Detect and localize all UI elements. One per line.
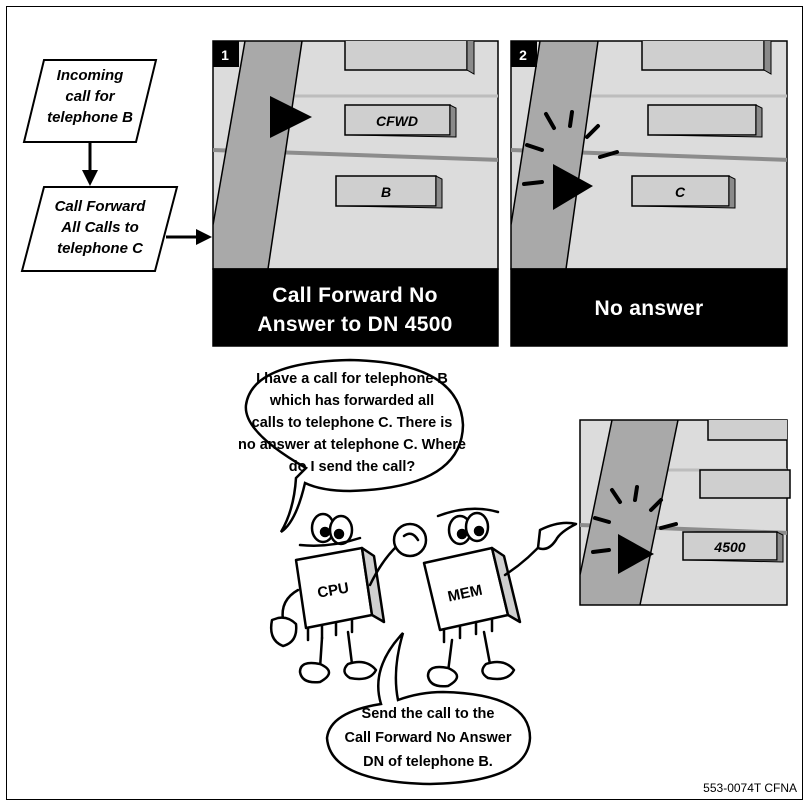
key-b: B bbox=[335, 175, 443, 209]
flow-box2-line1: Call Forward bbox=[55, 198, 147, 215]
panel-2-number-badge bbox=[511, 41, 537, 67]
blinking-indicator-icon bbox=[591, 485, 678, 574]
mem-character-label: MEM bbox=[446, 582, 484, 606]
flow-arrow-down bbox=[82, 142, 98, 186]
key-blank bbox=[699, 469, 791, 499]
flow-call-forward-box: Call Forward All Calls to telephone C bbox=[20, 186, 179, 272]
panel-1: CFWD B 1 Call Forward No Answer to DN 45… bbox=[212, 40, 499, 347]
flow-box2-line2: All Calls to bbox=[60, 219, 139, 236]
blinking-indicator-icon bbox=[522, 110, 619, 210]
key-4500: 4500 bbox=[682, 531, 784, 563]
panel-3: 4500 bbox=[579, 419, 791, 606]
flow-box1-line1: Incoming bbox=[57, 67, 124, 84]
mem-character: MEM bbox=[392, 507, 578, 688]
key-b-label: B bbox=[381, 184, 391, 200]
figure-code: 553-0074T CFNA bbox=[703, 781, 797, 795]
key-4500-label: 4500 bbox=[713, 539, 745, 555]
indicator-arrow-icon bbox=[270, 96, 312, 138]
bubble-mem-line1: Send the call to the bbox=[362, 706, 495, 722]
panel-2-caption-bar bbox=[510, 268, 788, 347]
speech-bubble-mem: Send the call to the Call Forward No Ans… bbox=[325, 632, 532, 786]
bubble-mem-line3: DN of telephone B. bbox=[363, 754, 493, 770]
flow-box1-line2: call for bbox=[65, 88, 115, 105]
key-blank bbox=[647, 104, 763, 138]
bubble-cpu-line1: I have a call for telephone B bbox=[256, 371, 448, 387]
key-c: C bbox=[631, 175, 736, 209]
flow-arrow-right bbox=[166, 229, 212, 245]
panel-1-caption-bar bbox=[212, 268, 499, 347]
panel-1-number: 1 bbox=[221, 47, 229, 63]
bubble-cpu-line4: no answer at telephone C. Where bbox=[238, 437, 466, 453]
flow-box1-line3: telephone B bbox=[47, 109, 133, 126]
panel-1-number-badge bbox=[213, 41, 239, 67]
speech-bubble-cpu: I have a call for telephone B which has … bbox=[238, 358, 466, 534]
key-cfwd-label: CFWD bbox=[376, 113, 418, 129]
cpu-character: CPU bbox=[269, 512, 400, 684]
panel-1-caption-line1: Call Forward No bbox=[272, 284, 438, 307]
panel-2: C 2 No answer bbox=[510, 40, 788, 347]
bubble-cpu-line5: do I send the call? bbox=[289, 459, 416, 475]
flow-incoming-call-box: Incoming call for telephone B bbox=[22, 59, 158, 143]
bubble-mem-line2: Call Forward No Answer bbox=[344, 730, 511, 746]
panel-2-caption-line1: No answer bbox=[595, 297, 704, 320]
bubble-cpu-line2: which has forwarded all bbox=[269, 393, 434, 409]
panel-2-number: 2 bbox=[519, 47, 527, 63]
panel-1-caption-line2: Answer to DN 4500 bbox=[257, 313, 452, 336]
bubble-cpu-line3: calls to telephone C. There is bbox=[252, 415, 453, 431]
key-c-label: C bbox=[675, 184, 686, 200]
key-cfwd: CFWD bbox=[344, 104, 457, 138]
cpu-character-label: CPU bbox=[316, 579, 350, 601]
flow-box2-line3: telephone C bbox=[57, 240, 144, 257]
